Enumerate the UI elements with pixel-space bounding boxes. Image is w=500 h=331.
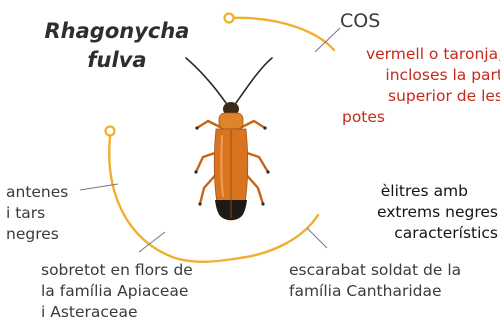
- cos-description-line: incloses la part: [385, 66, 500, 84]
- leader-flowers: [138, 231, 166, 253]
- family-description-line: família Cantharidae: [289, 282, 442, 300]
- beetle-tarsus: [266, 170, 270, 174]
- leader-antennae: [79, 183, 119, 191]
- outer-arc-lower: [238, 213, 320, 260]
- beetle-leg-front-left: [195, 119, 224, 130]
- beetle-pronotum: [218, 112, 244, 130]
- flowers-description-line: la família Apiaceae: [41, 282, 189, 300]
- flowers-description-line: sobretot en flors de: [41, 261, 193, 279]
- outer-arc: [228, 16, 336, 52]
- cos-description-line: potes: [341, 108, 385, 126]
- beetle-illustration: [185, 57, 273, 221]
- label-cos: COS: [340, 10, 381, 32]
- family-description: escarabat soldat de la família Cantharid…: [289, 260, 461, 302]
- beetle-leg-hind-left: [198, 169, 221, 206]
- beetle-tarsus: [198, 202, 202, 206]
- cos-description: vermell o taronja, incloses la part supe…: [335, 44, 500, 128]
- beetle-leg-mid-left: [194, 150, 220, 174]
- arc-dot-left: [104, 125, 116, 137]
- beetle-tarsus: [261, 202, 265, 206]
- antennae-description-line: i tars: [6, 204, 46, 222]
- cos-description-line: superior de les: [388, 87, 500, 105]
- leader-cos: [314, 27, 341, 53]
- beetle-leg-hind-right: [241, 169, 265, 206]
- flowers-description-line: i Asteraceae: [41, 303, 138, 321]
- beetle-antenna-right: [235, 57, 273, 104]
- cos-description-line: vermell o taronja,: [365, 45, 500, 63]
- beetle-tarsus: [195, 126, 199, 130]
- elytra-description-line: èlitres amb: [380, 182, 468, 200]
- beetle-tarsus: [194, 170, 198, 174]
- inner-arc: [108, 135, 242, 263]
- elytra-description: èlitres amb extrems negres característic…: [330, 181, 498, 244]
- antennae-description-line: negres: [6, 225, 59, 243]
- beetle-leg-front-right: [238, 119, 267, 130]
- family-description-line: escarabat soldat de la: [289, 261, 462, 279]
- species-title: Rhagonycha fulva: [28, 17, 206, 75]
- beetle-leg-mid-right: [242, 150, 270, 174]
- species-title-line: Rhagonycha: [44, 19, 190, 43]
- flowers-description: sobretot en flors de la família Apiaceae…: [41, 260, 193, 323]
- leader-family: [306, 227, 328, 249]
- beetle-head: [223, 102, 239, 116]
- antennae-description-line: antenes: [6, 183, 69, 201]
- beetle-highlight: [220, 135, 224, 197]
- antennae-description: antenes i tars negres: [6, 182, 68, 245]
- elytra-description-line: característics: [394, 224, 498, 242]
- beetle-tarsus: [263, 126, 267, 130]
- beetle-antenna-left: [185, 57, 227, 104]
- elytra-description-line: extrems negres: [376, 203, 498, 221]
- species-title-line: fulva: [87, 48, 147, 72]
- arc-dot-top: [223, 12, 235, 24]
